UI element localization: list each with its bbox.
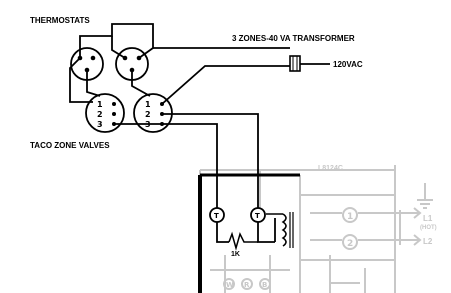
l1-label: L1: [423, 214, 433, 223]
t-terminal-left: [209, 207, 225, 223]
control-wiring: [198, 173, 300, 293]
supply-voltage-label: 120VAC: [333, 60, 363, 69]
terminal-2-label: 2: [347, 239, 353, 249]
resistor-label: 1K: [231, 251, 240, 258]
transformer-wiring: [153, 47, 330, 65]
l2-label: L2: [423, 237, 433, 246]
l1-hot-label: (HOT): [420, 225, 437, 231]
valve-right-terminal-2: 2: [145, 110, 151, 119]
valve-right-terminal-1: 1: [145, 100, 151, 109]
zone-valve-left: [85, 93, 125, 133]
thermostats-label: THERMOSTATS: [30, 16, 90, 25]
transformer-label: 3 ZONES-40 VA TRANSFORMER: [232, 34, 355, 43]
transformer-connector: [289, 55, 301, 72]
valve-left-terminal-2: 2: [97, 110, 103, 119]
t-terminal-right: [250, 207, 266, 223]
relay-control-outline: [199, 165, 433, 293]
thermostat-wiring: [69, 23, 154, 103]
r-terminal-label: R: [244, 281, 250, 289]
t-terminal-right-label: T: [255, 212, 260, 220]
valve-left-terminal-1: 1: [97, 100, 103, 109]
b-terminal-label: B: [262, 281, 267, 289]
valve-wiring: [114, 65, 290, 210]
terminal-1-label: 1: [347, 212, 353, 222]
w-terminal-label: W: [226, 281, 234, 289]
zone-valves-label: TACO ZONE VALVES: [30, 141, 110, 150]
valve-left-terminal-3: 3: [97, 120, 103, 129]
relay-model-label: L8124C: [318, 165, 343, 172]
t-terminal-left-label: T: [214, 212, 219, 220]
